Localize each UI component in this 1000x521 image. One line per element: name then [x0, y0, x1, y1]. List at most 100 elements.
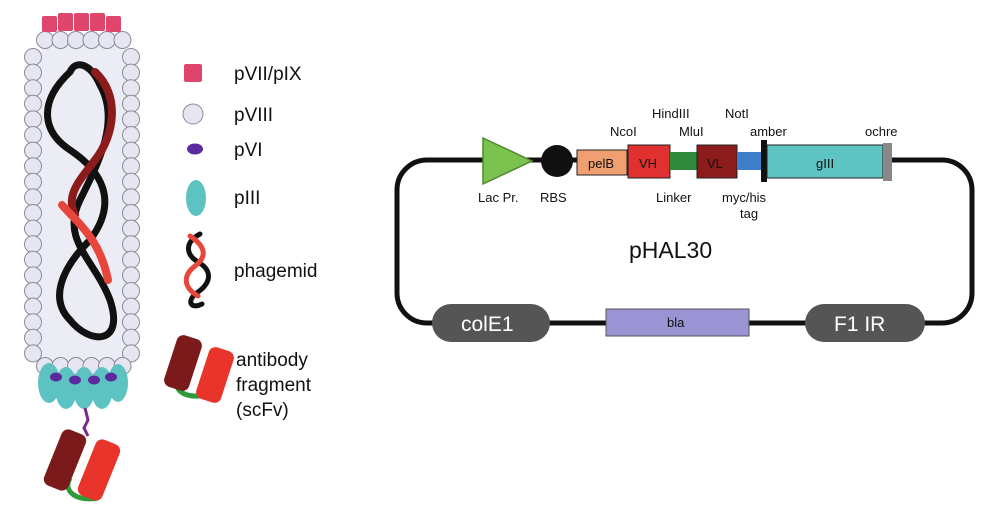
- linker-box: [670, 152, 697, 170]
- vh-box: [627, 144, 671, 179]
- scfv-vh-domain: [43, 429, 87, 491]
- pviii-coat-protein: [24, 282, 42, 300]
- pviii-coat-protein: [24, 94, 42, 113]
- pviii-coat-protein: [24, 79, 42, 98]
- pviii-coat-protein: [24, 250, 42, 269]
- legend-phagemid-icon: [183, 231, 211, 309]
- pviii-coat-protein: [24, 141, 42, 160]
- pviii-coat-protein: [82, 31, 101, 49]
- giii-label: gIII: [816, 156, 834, 171]
- bla-label: bla: [667, 315, 685, 330]
- pviii-coat-protein: [24, 126, 42, 144]
- lac-promoter-triangle: [482, 136, 534, 186]
- pvii-pix-cap: [58, 13, 73, 31]
- pvii-pix-cap: [106, 16, 121, 32]
- pviii-coat-protein: [122, 188, 140, 207]
- hindiii-site-label: HindIII: [652, 106, 690, 121]
- pviii-coat-protein: [24, 235, 42, 254]
- pvii-pix-cap: [90, 13, 105, 31]
- legend-piii-label: pIII: [234, 188, 260, 209]
- pviii-coat-protein: [24, 266, 42, 285]
- legend-phagemid-dark-strand: [186, 231, 211, 309]
- legend-pvi-icon: [187, 143, 203, 155]
- pvi-protein: [105, 372, 117, 382]
- legend-scfv-red-domain: [196, 347, 234, 403]
- pviii-coat-protein: [122, 204, 140, 222]
- pviii-coat-protein: [122, 297, 140, 316]
- pvii-pix-cap: [74, 13, 89, 31]
- pviii-coat-protein: [24, 188, 42, 207]
- phagemid-strand-red: [58, 201, 112, 284]
- ochre-stop-bar: [883, 143, 892, 181]
- pviii-coat-protein: [98, 31, 116, 49]
- legend-pvii-pix-label: pVII/pIX: [234, 64, 302, 85]
- giii-box: [766, 144, 884, 179]
- myc-his-label-line1: myc/his: [722, 190, 767, 205]
- plasmid-name: pHAL30: [629, 237, 712, 263]
- rbs-label: RBS: [540, 190, 567, 205]
- legend-scfv-icon: [164, 335, 234, 403]
- legend-piii-icon: [186, 180, 206, 216]
- pviii-coat-protein: [122, 266, 140, 285]
- pviii-coat-protein: [122, 219, 140, 238]
- pvii-pix-caps: [42, 13, 121, 32]
- pviii-coat-protein: [36, 31, 54, 49]
- plasmid-map: Lac Pr. RBS pelB VH VL gIII NcoI HindIII…: [394, 106, 975, 342]
- pvi-protein: [88, 375, 100, 385]
- pviii-coat-protein: [122, 282, 140, 300]
- pviii-coat-protein: [51, 31, 70, 49]
- amber-label: amber: [750, 124, 788, 139]
- pviii-coat-protein: [122, 141, 140, 160]
- pviii-coat-protein: [122, 126, 140, 144]
- pviii-coat-protein: [24, 219, 42, 238]
- pviii-coat-protein: [122, 250, 140, 269]
- legend-pvi-label: pVI: [234, 140, 263, 161]
- pviii-coat-protein: [24, 204, 42, 222]
- pviii-coat-protein: [122, 328, 140, 347]
- legend-pviii-label: pVIII: [234, 105, 273, 126]
- legend-pviii-icon: [182, 103, 204, 125]
- vh-label: VH: [639, 156, 657, 171]
- ochre-label: ochre: [865, 124, 898, 139]
- pviii-coat-protein: [24, 48, 42, 66]
- piii-protein: [108, 364, 128, 402]
- pviii-coat-protein: [122, 94, 140, 113]
- ncoi-site-label: NcoI: [610, 124, 637, 139]
- phagemid-strand-maroon: [67, 68, 116, 219]
- amber-stop-bar: [761, 140, 767, 182]
- pviii-coat-protein: [122, 344, 140, 363]
- pviii-coat-protein: [122, 235, 140, 254]
- displayed-scfv: [43, 429, 121, 502]
- pviii-coat-protein: [113, 31, 132, 49]
- legend-scfv-label-line1: antibody: [236, 350, 308, 371]
- piii-proteins: [38, 363, 128, 409]
- scfv-vl-domain: [77, 439, 121, 501]
- cole1-box: [432, 304, 550, 342]
- pviii-coat-protein: [24, 344, 42, 363]
- pviii-coat-protein: [24, 172, 42, 191]
- pviii-coat-protein: [67, 31, 85, 49]
- noti-site-label: NotI: [725, 106, 749, 121]
- pviii-coat-protein: [122, 48, 140, 66]
- pvii-pix-cap: [42, 16, 57, 32]
- pviii-coat-protein: [122, 313, 140, 332]
- pelb-box: [576, 149, 628, 176]
- lac-promoter-label: Lac Pr.: [478, 190, 518, 205]
- pviii-coat-protein: [122, 157, 140, 176]
- pviii-coat-protein: [122, 63, 140, 82]
- mlui-site-label: MluI: [679, 124, 704, 139]
- legend-scfv-dark-domain: [164, 335, 202, 391]
- f1ir-label: F1 IR: [834, 313, 885, 336]
- pvi-proteins: [50, 372, 117, 385]
- pviii-coat-protein: [24, 157, 42, 176]
- pviii-coat-protein: [24, 313, 42, 332]
- pviii-coat-protein: [122, 172, 140, 191]
- myc-his-label-line2: tag: [740, 206, 758, 221]
- pviii-coat-protein: [122, 79, 140, 98]
- cole1-label: colE1: [461, 313, 514, 336]
- legend-phagemid-red-strand: [183, 233, 206, 299]
- legend-scfv-label-line3: (scFv): [236, 400, 289, 421]
- myc-his-box: [737, 152, 761, 170]
- vl-label: VL: [707, 156, 723, 171]
